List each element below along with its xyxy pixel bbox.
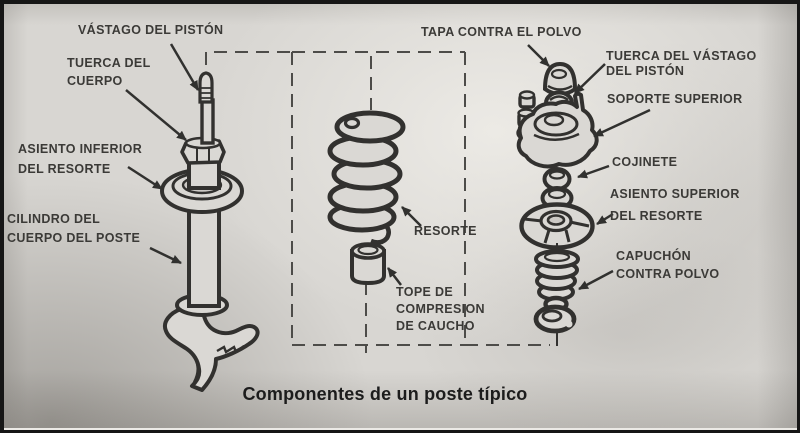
washer — [533, 304, 577, 334]
label-soporte-superior: SOPORTE SUPERIOR — [607, 90, 742, 108]
label-line: DEL RESORTE — [610, 209, 703, 223]
label-tuerca-del-vastago: TUERCA DEL VÁSTAGO DEL PISTÓN — [606, 49, 757, 79]
exploded-parts-column — [516, 61, 599, 346]
coil-spring-illustration — [327, 110, 406, 245]
spring-dashed-box — [291, 51, 466, 346]
label-cilindro-del-cuerpo: CILINDRO DEL CUERPO DEL POSTE — [7, 210, 140, 248]
mounting-bracket — [163, 307, 260, 392]
label-line: DEL RESORTE — [18, 162, 111, 176]
arrow-tuerca-vastago — [574, 63, 606, 94]
label-line: TAPA CONTRA EL POLVO — [421, 25, 582, 39]
arrow-capuchon-polvo — [578, 269, 614, 291]
arrow-tapa-polvo — [527, 44, 550, 67]
label-line: TOPE DE — [396, 285, 454, 299]
arrow-cilindro-cuerpo — [149, 246, 182, 265]
spring-top-hook — [343, 116, 361, 130]
label-line: COMPRESION — [396, 302, 485, 316]
label-vastago-del-piston: VÁSTAGO DEL PISTÓN — [78, 21, 223, 39]
body-nut — [180, 136, 226, 165]
label-resorte: RESORTE — [414, 222, 477, 240]
leader-arrows — [125, 43, 651, 291]
label-capuchon-contra-polvo: CAPUCHÓN CONTRA POLVO — [616, 247, 720, 283]
label-line: CUERPO — [67, 74, 123, 88]
strut-illustration — [160, 71, 260, 392]
arrow-cojinete — [577, 164, 610, 179]
paper-background — [4, 4, 797, 430]
piston-rod — [198, 71, 215, 145]
upper-spring-seat — [519, 202, 595, 250]
label-cojinete: COJINETE — [612, 153, 677, 171]
arrow-resorte — [401, 206, 422, 227]
arrow-soporte-superior — [593, 108, 651, 138]
label-tapa-contra-el-polvo: TAPA CONTRA EL POLVO — [421, 23, 582, 41]
label-tuerca-del-cuerpo: TUERCA DEL CUERPO — [67, 54, 151, 90]
label-line: CONTRA POLVO — [616, 267, 720, 281]
label-line: CAPUCHÓN — [616, 249, 692, 263]
label-asiento-superior-del-resorte: ASIENTO SUPERIOR DEL RESORTE — [610, 183, 740, 227]
label-line: RESORTE — [414, 224, 477, 238]
dust-boot — [534, 249, 580, 313]
label-line: COJINETE — [612, 155, 678, 169]
upper-support-mount — [516, 91, 599, 169]
arrow-tuerca-cuerpo — [125, 89, 187, 141]
label-line: TUERCA DEL VÁSTAGO — [606, 49, 757, 63]
label-line: TUERCA DEL — [67, 56, 151, 70]
label-line: CUERPO DEL POSTE — [7, 231, 141, 245]
label-line: CILINDRO DEL — [7, 212, 101, 226]
bearing — [542, 167, 572, 191]
label-line: ASIENTO SUPERIOR — [610, 187, 740, 201]
label-line: SOPORTE SUPERIOR — [607, 92, 743, 106]
arrow-vastago-piston — [169, 43, 200, 91]
dust-cap — [542, 61, 578, 97]
arrow-asiento-inferior — [127, 165, 163, 191]
rubber-bump-stop — [350, 242, 386, 286]
label-asiento-inferior-del-resorte: ASIENTO INFERIOR DEL RESORTE — [18, 139, 142, 179]
label-line: DEL PISTÓN — [606, 64, 685, 78]
label-line: DE CAUCHO — [396, 319, 475, 333]
label-line: VÁSTAGO DEL PISTÓN — [78, 23, 224, 37]
label-line: ASIENTO INFERIOR — [18, 142, 143, 156]
arrow-asiento-superior — [596, 212, 614, 226]
figure-caption: Componentes de un poste típico — [242, 384, 528, 404]
arrow-tope-compresion — [387, 267, 402, 286]
label-tope-de-compresion: TOPE DE COMPRESION DE CAUCHO — [396, 284, 485, 335]
